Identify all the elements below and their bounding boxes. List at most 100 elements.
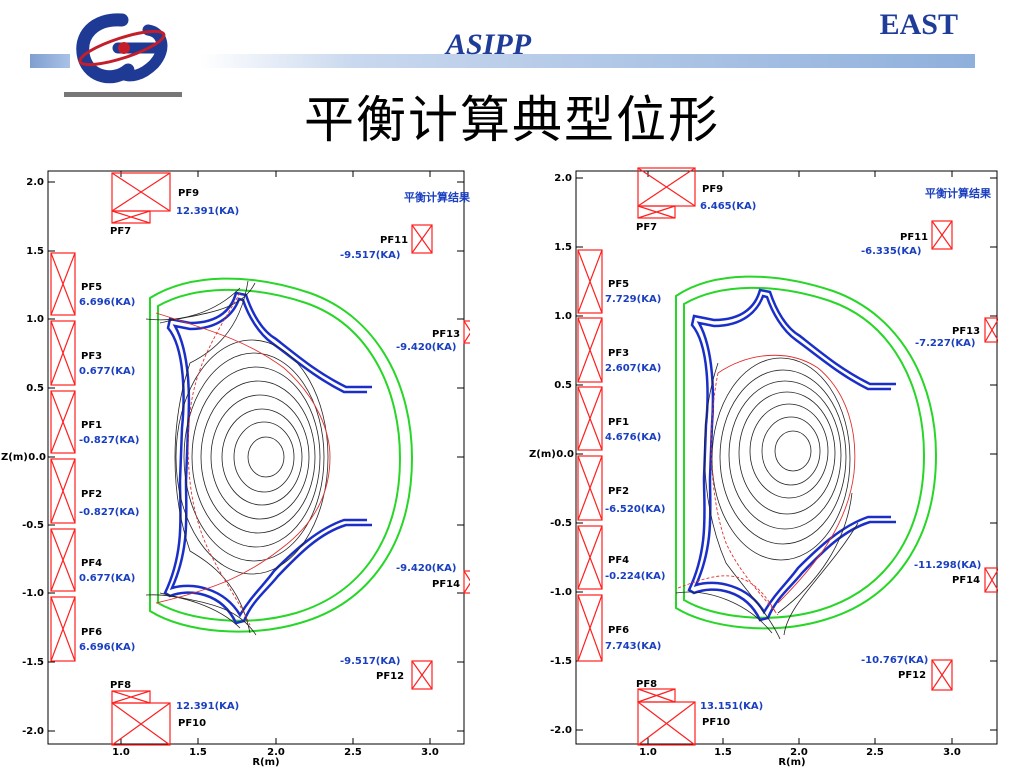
coil-current-pf14: -9.420(KA): [396, 563, 456, 574]
coil-name-pf11: PF11: [900, 232, 928, 243]
coil-name-pf3: PF3: [608, 348, 629, 359]
equilibrium-plot-left: 1.0 1.5 2.0 2.5 3.0 R(m) 2.0 1.5 1.0 0.5…: [1, 170, 470, 768]
coil-current-pf3: 0.677(KA): [79, 366, 135, 377]
x-tick-label: 2.5: [866, 747, 884, 758]
coil-current-pf13: -9.420(KA): [396, 342, 456, 353]
x-tick-label: 1.0: [112, 747, 130, 758]
y-tick-label: -0.5: [22, 520, 44, 531]
x-tick-label: 1.0: [639, 747, 657, 758]
coil-name-pf13: PF13: [432, 329, 460, 340]
coil-current-pf10: 12.391(KA): [176, 701, 239, 712]
x-tick-label: 2.5: [344, 747, 362, 758]
asipp-logo-icon: [64, 13, 182, 97]
coil-current-pf9: 6.465(KA): [700, 201, 756, 212]
coil-name-pf4: PF4: [81, 558, 102, 569]
x-axis-ticks: 1.0 1.5 2.0 2.5 3.0 R(m): [639, 171, 961, 768]
y-tick-label: -1.0: [550, 587, 572, 598]
coil-name-pf8: PF8: [110, 680, 131, 691]
x-axis-label: R(m): [252, 757, 279, 768]
y-tick-label: 2.0: [554, 173, 572, 184]
coil-current-pf12: -10.767(KA): [861, 655, 928, 666]
first-wall: [163, 291, 372, 625]
x-tick-label: 2.0: [790, 747, 808, 758]
coil-name-pf12: PF12: [376, 671, 404, 682]
x-tick-label: 2.0: [267, 747, 285, 758]
coil-current-pf6: 6.696(KA): [79, 642, 135, 653]
y-tick-label: -1.5: [22, 657, 44, 668]
y-tick-label: -0.5: [550, 518, 572, 529]
coil-name-pf1: PF1: [608, 417, 629, 428]
separatrix: [677, 354, 856, 616]
coil-current-pf10: 13.151(KA): [700, 701, 763, 712]
flux-surfaces: [675, 357, 859, 640]
coil-current-pf1: 4.676(KA): [605, 432, 661, 443]
coil-labels: PF9 12.391(KA) PF7 PF11 -9.517(KA) PF5 6…: [79, 188, 460, 729]
separatrix: [155, 292, 331, 626]
coil-name-pf14: PF14: [952, 575, 980, 586]
coil-name-pf9: PF9: [702, 184, 723, 195]
x-axis-ticks: 1.0 1.5 2.0 2.5 3.0 R(m): [112, 171, 439, 768]
y-tick-label: 2.0: [26, 177, 44, 188]
y-tick-label: 0.0: [556, 449, 574, 460]
pf-coils-central: [577, 249, 603, 662]
y-tick-label: 1.0: [26, 314, 44, 325]
plot-caption: 平衡计算结果: [925, 186, 991, 200]
header-bar-left: [30, 54, 70, 68]
x-tick-label: 3.0: [421, 747, 439, 758]
coil-name-pf3: PF3: [81, 351, 102, 362]
y-tick-label: 1.5: [26, 246, 44, 257]
coil-current-pf4: -0.224(KA): [605, 571, 665, 582]
coil-current-pf11: -6.335(KA): [861, 246, 921, 257]
coil-name-pf2: PF2: [608, 486, 629, 497]
pf-coils-outer: [111, 172, 470, 746]
coil-current-pf3: 2.607(KA): [605, 363, 661, 374]
pf-coils-outer: [637, 167, 998, 746]
pf-coils-central: [50, 252, 76, 662]
coil-current-pf1: -0.827(KA): [79, 435, 139, 446]
coil-current-pf13: -7.227(KA): [915, 338, 975, 349]
coil-name-pf7: PF7: [636, 222, 657, 233]
plot-frame: [47, 170, 465, 745]
y-axis-ticks: 2.0 1.5 1.0 0.5 Z(m) 0.0 -0.5 -1.0 -1.5 …: [529, 173, 997, 736]
y-tick-label: 0.5: [26, 383, 44, 394]
x-axis-label: R(m): [778, 757, 805, 768]
brand-name: EAST: [879, 8, 958, 41]
x-tick-label: 1.5: [714, 747, 732, 758]
coil-name-pf13: PF13: [952, 326, 980, 337]
coil-name-pf5: PF5: [608, 279, 629, 290]
coil-current-pf14: -11.298(KA): [914, 560, 981, 571]
y-tick-label: -1.0: [22, 588, 44, 599]
y-tick-label: -2.0: [22, 726, 44, 737]
org-name: ASIPP: [446, 28, 532, 61]
coil-name-pf10: PF10: [702, 717, 730, 728]
y-tick-label: 0.5: [554, 380, 572, 391]
vacuum-vessel: [149, 277, 414, 633]
coil-name-pf11: PF11: [380, 235, 408, 246]
coil-current-pf11: -9.517(KA): [340, 250, 400, 261]
equilibrium-plot-right: 1.0 1.5 2.0 2.5 3.0 R(m) 2.0 1.5 1.0 0.5…: [529, 167, 998, 768]
coil-name-pf14: PF14: [432, 579, 460, 590]
y-tick-label: -2.0: [550, 725, 572, 736]
vacuum-vessel: [675, 275, 938, 630]
plot-caption: 平衡计算结果: [404, 190, 470, 204]
coil-name-pf2: PF2: [81, 489, 102, 500]
coil-current-pf12: -9.517(KA): [340, 656, 400, 667]
y-tick-label: 1.0: [554, 311, 572, 322]
x-tick-label: 3.0: [943, 747, 961, 758]
coil-name-pf12: PF12: [898, 670, 926, 681]
coil-current-pf2: -0.827(KA): [79, 507, 139, 518]
coil-name-pf6: PF6: [608, 625, 629, 636]
plot-frame: [575, 170, 998, 745]
x-tick-label: 1.5: [189, 747, 207, 758]
y-tick-label: 0.0: [28, 452, 46, 463]
header-bar-right: [200, 54, 975, 68]
coil-name-pf4: PF4: [608, 555, 629, 566]
coil-current-pf5: 6.696(KA): [79, 297, 135, 308]
page-title: 平衡计算典型位形: [304, 91, 720, 149]
coil-name-pf7: PF7: [110, 226, 131, 237]
y-tick-label: -1.5: [550, 656, 572, 667]
y-tick-label: 1.5: [554, 242, 572, 253]
coil-current-pf4: 0.677(KA): [79, 573, 135, 584]
coil-current-pf9: 12.391(KA): [176, 206, 239, 217]
coil-name-pf6: PF6: [81, 627, 102, 638]
